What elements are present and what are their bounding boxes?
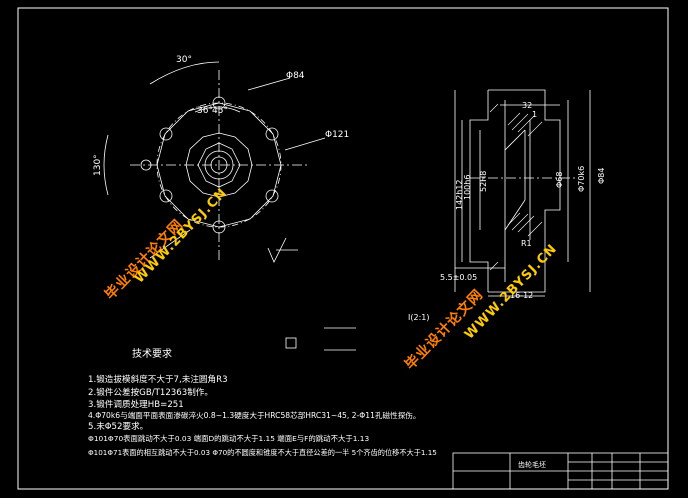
angle-inner2-label: 45° — [212, 106, 228, 116]
dim-d70: Φ70k6 — [577, 166, 586, 192]
section-hatch — [489, 103, 543, 271]
dim-100h6: 100h6 — [463, 175, 472, 200]
angle-left-label: 130° — [93, 154, 103, 176]
dia-pitch-label: Φ121 — [325, 130, 349, 140]
tech-req-line: 2.锻件公差按GB/T12363制作。 — [88, 388, 213, 398]
angle-dim-arc — [103, 134, 109, 196]
drawing-frame — [17, 7, 669, 490]
tech-req-line: 3.锻件调质处理HB=251 — [88, 400, 184, 410]
angle-dim-arc — [194, 106, 241, 113]
title-block-name: 齿轮毛坯 — [518, 461, 546, 469]
tech-req-heading: 技术要求 — [132, 349, 172, 360]
tech-req-line: 5.未Φ52要求。 — [88, 422, 149, 432]
dim-5.5: 5.5±0.05 — [440, 273, 477, 282]
bolt-hole — [159, 127, 173, 141]
angle-inner-label: 36° — [197, 106, 213, 116]
dim-16-12: 16-12 — [510, 291, 533, 300]
front-view — [103, 61, 326, 260]
front-view-dims: 30° 130° 36° 45° Φ84 Φ121 — [93, 55, 349, 176]
title-block — [452, 452, 669, 490]
surface-marks — [267, 237, 356, 351]
tech-req-line: 4.Φ70k6与端面平面表面渗碳淬火0.8~1.3硬度大于HRC58芯部HRC3… — [88, 411, 421, 420]
section-view — [454, 89, 591, 297]
tech-req-line: Φ101Φ70表面跳动不大于0.03 端面D的跳动不大于1.15 端面E与F的跳… — [88, 434, 370, 443]
dim-52h8: 52H8 — [479, 171, 488, 192]
angle-dim-arc — [149, 61, 220, 85]
dia-outer-label: Φ84 — [286, 71, 305, 81]
dim-d84: Φ84 — [597, 168, 606, 184]
dim-1: 1 — [532, 110, 537, 119]
section-dims: 32 1 R1 142h12 100h6 52H8 Φ68 Φ70k6 Φ84 … — [408, 101, 606, 322]
angle-top-label: 30° — [176, 55, 192, 65]
detail-label: I(2:1) — [408, 313, 429, 322]
dim-r1: R1 — [521, 239, 532, 248]
bolt-hole — [159, 189, 173, 203]
bolt-hole — [265, 189, 279, 203]
tech-req-line: Φ101Φ71表面的相互跳动不大于0.03 Φ70的不圆度和锥度不大于直径公差的… — [88, 448, 437, 457]
dim-d68: Φ68 — [555, 172, 564, 188]
tech-req-line: 1.锻造拔模斜度不大于7,未注圆角R3 — [88, 375, 228, 385]
dim-142h12: 142h12 — [455, 179, 464, 210]
bolt-hole — [265, 127, 279, 141]
dim-32: 32 — [522, 101, 532, 110]
